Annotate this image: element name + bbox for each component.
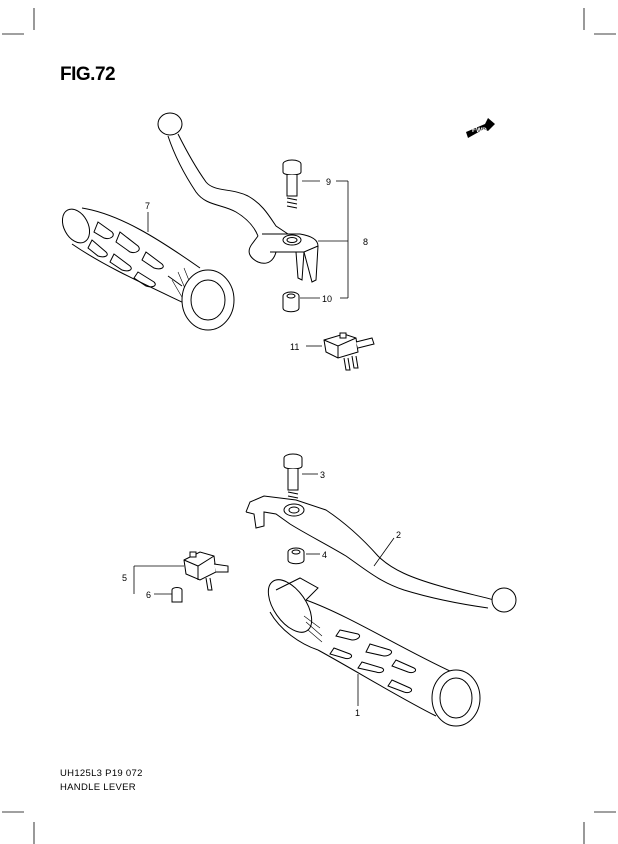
lock-nut-part (282, 291, 300, 313)
callout-label-3: 3 (320, 470, 325, 480)
callout-leaders-upper (147, 180, 349, 347)
pivot-bolt-lower-part (283, 453, 303, 499)
lock-nut-lower-part (287, 547, 305, 565)
footer-code: UH125L3 P19 072 (60, 768, 143, 779)
callout-label-1: 1 (355, 708, 360, 718)
footer-name: HANDLE LEVER (60, 782, 136, 793)
callout-leaders-lower (133, 473, 395, 706)
right-lever-part (245, 495, 517, 613)
clutch-switch-part (323, 332, 375, 371)
fwd-label: FWD (472, 127, 487, 134)
left-grip-part (61, 207, 235, 331)
callout-label-10: 10 (322, 294, 332, 304)
forward-direction-icon: FWD (466, 118, 495, 138)
switch-screw-part (171, 587, 183, 603)
right-grip-part (267, 577, 481, 727)
callout-label-8: 8 (363, 237, 368, 247)
figure-title: FIG.72 (60, 64, 116, 85)
callout-label-11: 11 (290, 342, 299, 352)
callout-label-7: 7 (145, 201, 150, 211)
callout-label-5: 5 (122, 573, 127, 583)
callout-label-9: 9 (326, 177, 331, 187)
crop-marks (2, 8, 616, 844)
callout-label-2: 2 (396, 530, 401, 540)
callout-label-6: 6 (146, 590, 151, 600)
pivot-bolt-part (282, 159, 302, 209)
left-lever-part (157, 112, 319, 283)
brake-switch-part (183, 551, 229, 591)
callout-label-4: 4 (322, 550, 327, 560)
